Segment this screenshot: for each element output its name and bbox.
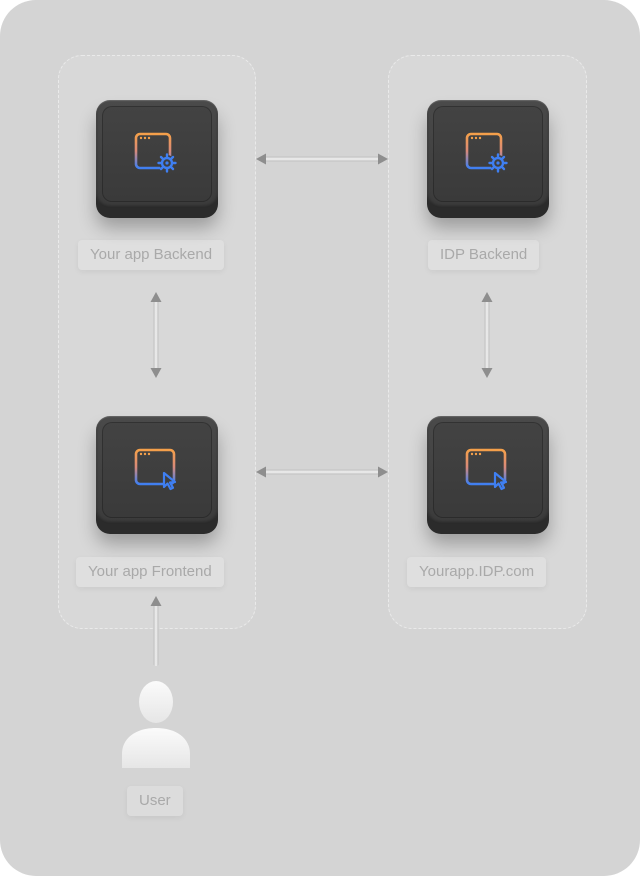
arrow-app-backend-app-frontend	[150, 292, 162, 378]
arrow-user-app-frontend	[150, 596, 162, 666]
idp-frontend-label: Yourapp.IDP.com	[407, 557, 547, 587]
app-frontend-label: Your app Frontend	[76, 557, 224, 587]
app-frontend-node[interactable]	[96, 416, 218, 534]
server-settings-icon	[134, 132, 177, 173]
arrow-idp-backend-idp-frontend	[481, 292, 493, 378]
server-settings-icon	[465, 132, 508, 173]
browser-cursor-icon	[134, 448, 177, 491]
idp-frontend-node[interactable]	[427, 416, 549, 534]
app-backend-label: Your app Backend	[78, 240, 225, 270]
arrow-app-backend-idp-backend	[256, 153, 388, 165]
user-icon	[122, 681, 190, 768]
idp-backend-label: IDP Backend	[428, 240, 540, 270]
arrow-app-frontend-idp-frontend	[256, 466, 388, 478]
idp-backend-node[interactable]	[427, 100, 549, 218]
user-label: User	[127, 786, 183, 816]
browser-cursor-icon	[465, 448, 508, 491]
app-backend-node[interactable]	[96, 100, 218, 218]
